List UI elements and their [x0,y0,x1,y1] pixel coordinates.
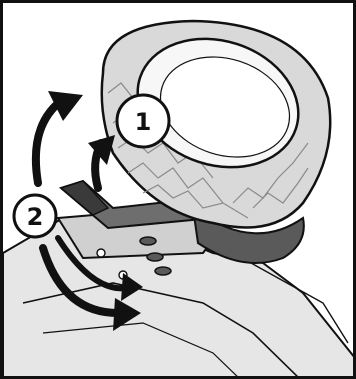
callout-2-label: 2 [27,203,44,231]
mower-wheel-illustration: 1 2 [3,3,356,379]
callout-2: 2 [14,195,56,237]
callout-1-label: 1 [135,108,152,136]
callout-1: 1 [117,95,169,147]
